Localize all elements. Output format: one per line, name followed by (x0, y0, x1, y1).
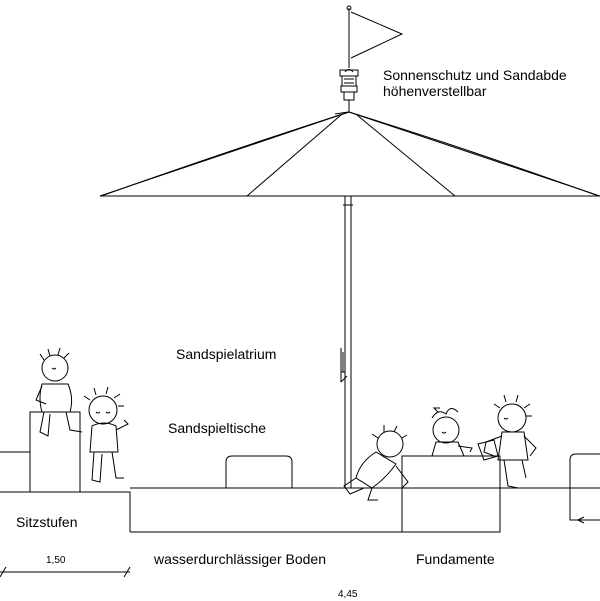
boden-label: wasserdurchlässiger Boden (154, 551, 326, 567)
fundamente-label: Fundamente (416, 551, 495, 567)
foundation-right (569, 453, 600, 488)
sandbox-base (130, 488, 403, 533)
umbrella (99, 5, 600, 488)
left-step-width-dimension: 1,50 (46, 555, 66, 566)
flag-pole-cap (346, 5, 352, 11)
sand-table-right (401, 455, 501, 533)
total-width-dimension: 4,45 (338, 589, 358, 600)
sun-shade-label-line1: Sonnenschutz und Sandabde (383, 67, 567, 83)
height-adjust-lever (341, 352, 345, 373)
child-playing-with-sand-icon (431, 407, 473, 457)
child-crawling-icon (343, 425, 409, 501)
sandspieltische-label: Sandspieltische (168, 420, 267, 436)
child-sitting-on-step-icon (35, 347, 83, 437)
umbrella-mast (340, 196, 353, 488)
sandbox-structure (0, 411, 600, 533)
sitzstufen-label: Sitzstufen (16, 514, 78, 530)
child-climbing-icon (477, 394, 537, 489)
pennant-flag (350, 11, 404, 59)
sand-bucket-icon (477, 439, 499, 461)
canopy (99, 111, 600, 197)
arrow-icon (577, 516, 600, 524)
dimension-lines (0, 566, 131, 578)
child-standing-by-step-icon (83, 386, 129, 483)
sandspielatrium-label: Sandspielatrium (176, 346, 277, 362)
sand-table-left (225, 455, 293, 488)
sun-shade-label-line2: höhenverstellbar (383, 83, 487, 99)
canopy-hub (339, 69, 359, 112)
